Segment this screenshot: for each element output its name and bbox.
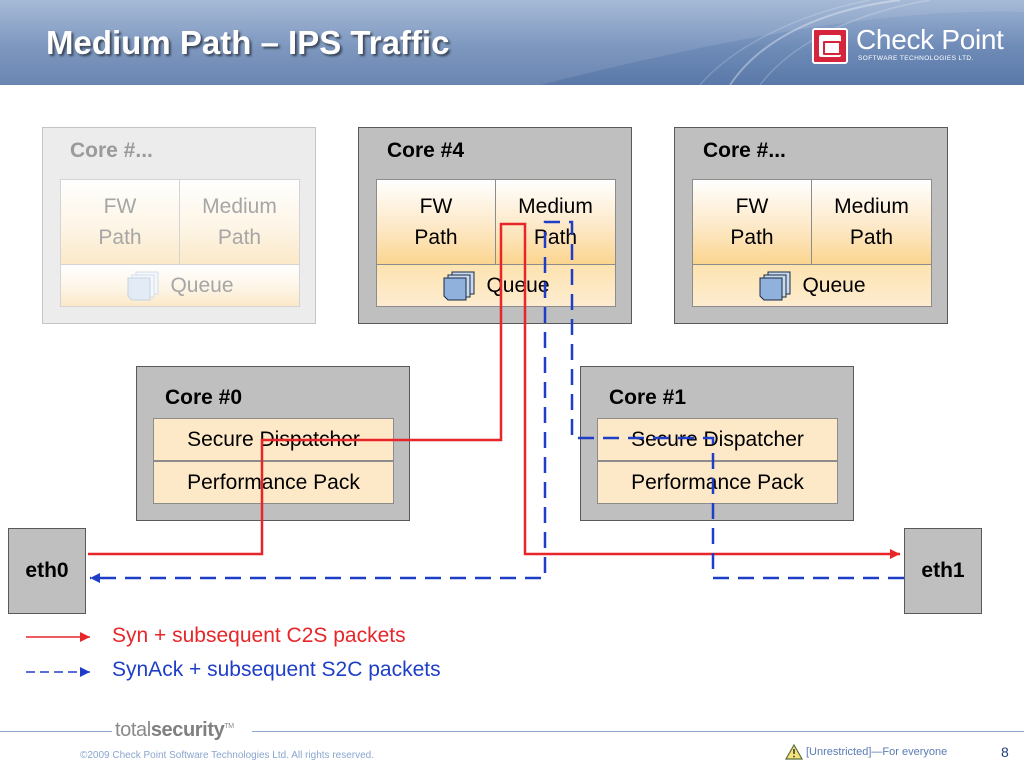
warning-triangle-icon	[785, 744, 803, 760]
footer-divider-left	[0, 731, 112, 732]
performance-pack-box: Performance Pack	[153, 461, 394, 504]
queue-stack-icon	[759, 271, 791, 300]
secure-dispatcher-box: Secure Dispatcher	[153, 418, 394, 461]
header-swoosh-decoration	[0, 0, 1024, 85]
core-title: Core #0	[165, 386, 243, 409]
check-point-logo-icon	[812, 28, 848, 64]
queue-stack-icon	[443, 271, 475, 300]
core-title: Core #1	[609, 386, 687, 409]
legend-c2s-label: Syn + subsequent C2S packets	[112, 624, 406, 647]
logo-name: Check Point	[856, 24, 1004, 55]
core-1: Core #1 Secure Dispatcher Performance Pa…	[580, 366, 854, 521]
secure-dispatcher-box: Secure Dispatcher	[597, 418, 838, 461]
slide-header: Medium Path – IPS Traffic Check Point SO…	[0, 0, 1024, 85]
interface-eth1: eth1	[904, 528, 982, 614]
page-number: 8	[1001, 744, 1009, 760]
total-security-logo: totalsecurityTM	[115, 719, 234, 741]
logo-subtitle: SOFTWARE TECHNOLOGIES LTD.	[858, 55, 974, 62]
check-point-logo: Check Point SOFTWARE TECHNOLOGIES LTD.	[812, 24, 1012, 68]
copyright-text: ©2009 Check Point Software Technologies …	[80, 750, 375, 761]
queue-label: Queue	[170, 273, 234, 297]
queue-stack-icon	[127, 271, 159, 300]
slide-title: Medium Path – IPS Traffic	[46, 24, 450, 61]
queue-label: Queue	[802, 273, 866, 297]
legend-s2c-label: SynAck + subsequent S2C packets	[112, 658, 441, 681]
core-title: Core #...	[70, 139, 153, 162]
performance-pack-box: Performance Pack	[597, 461, 838, 504]
queue-box: Queue	[60, 264, 300, 307]
queue-box: Queue	[692, 264, 932, 307]
core-title: Core #4	[387, 139, 465, 162]
classification-label: [Unrestricted]—For everyone	[806, 746, 948, 758]
interface-eth0: eth0	[8, 528, 86, 614]
queue-label: Queue	[486, 273, 550, 297]
core-title: Core #...	[703, 139, 786, 162]
queue-box: Queue	[376, 264, 616, 307]
core-0: Core #0 Secure Dispatcher Performance Pa…	[136, 366, 410, 521]
footer-divider-right	[252, 731, 1024, 732]
